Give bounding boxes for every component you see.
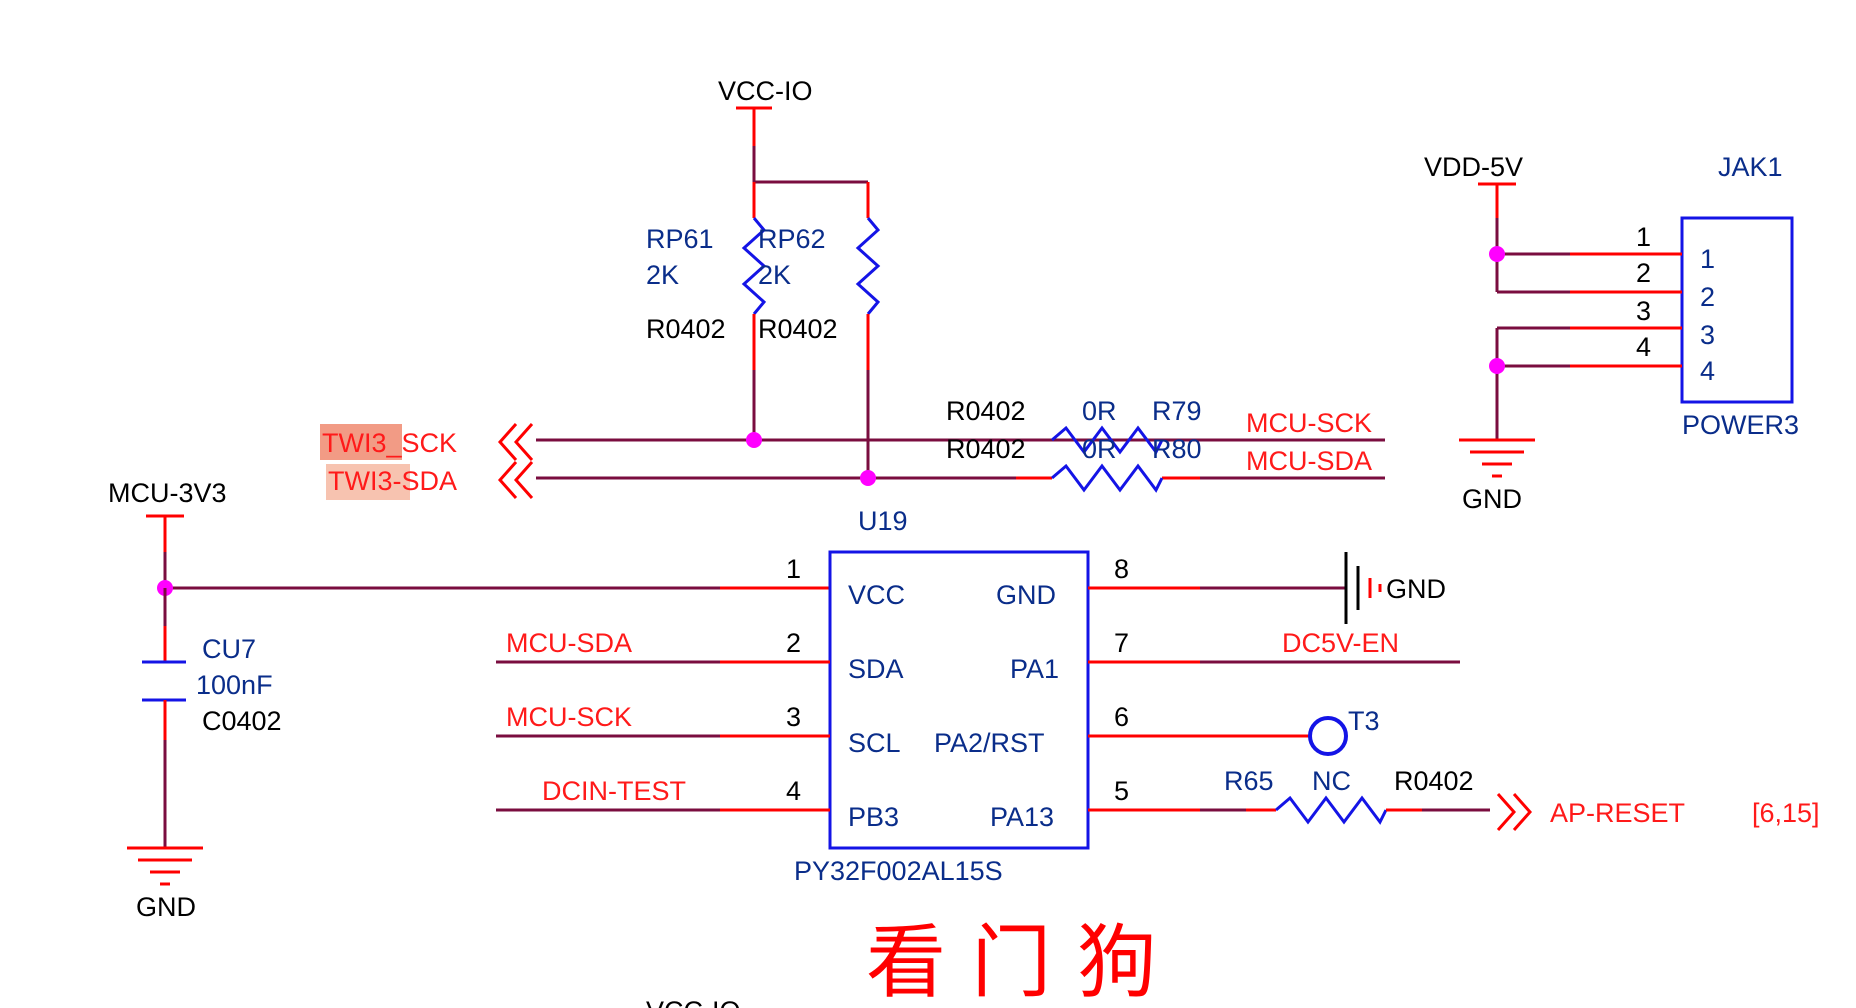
jak1-pin1-name: 1 (1700, 244, 1715, 274)
dcin-test-net: DCIN-TEST (542, 776, 686, 806)
gnd-symbol-pin8: GND (1344, 552, 1446, 624)
vdd-5v-label: VDD-5V (1424, 152, 1523, 182)
jak1-pin2-name: 2 (1700, 282, 1715, 312)
r79-package: R0402 (946, 396, 1026, 426)
pin-1-name: VCC (848, 580, 905, 610)
jak1-ref: JAK1 (1718, 152, 1783, 182)
ap-reset-pages: [6,15] (1752, 798, 1820, 828)
jak1-pin4-name: 4 (1700, 356, 1715, 386)
r65-value: NC (1312, 766, 1351, 796)
pin-1-number: 1 (786, 554, 801, 584)
junction-sck (746, 432, 762, 448)
pin-4-number: 4 (786, 776, 801, 806)
ic-u19[interactable]: U19 PY32F002AL15S 1 VCC 2 SDA 3 SCL 4 PB… (496, 506, 1460, 886)
ap-reset-port: AP-RESET [6,15] (1496, 793, 1820, 831)
jak1-pin3-number: 3 (1636, 296, 1651, 326)
section-title: 看 门 狗 (866, 916, 1157, 1008)
pullup-wires (752, 146, 870, 218)
vcc-io-symbol: VCC-IO (718, 76, 813, 146)
gnd-symbol-jak1: GND (1459, 438, 1535, 514)
pin-8-name: GND (996, 580, 1056, 610)
r80-value: 0R (1082, 434, 1117, 464)
vdd-5v-symbol: VDD-5V (1424, 152, 1523, 292)
jak1-part: POWER3 (1682, 410, 1799, 440)
vcc-io-label: VCC-IO (718, 76, 813, 106)
jak1-pin4-number: 4 (1636, 332, 1651, 362)
resistor-r80[interactable]: R0402 0R R80 (946, 434, 1202, 493)
resistor-r65[interactable]: R65 NC R0402 (1224, 766, 1490, 825)
pin-7-name: PA1 (1010, 654, 1059, 684)
rp61-package: R0402 (646, 314, 726, 344)
testpoint-t3[interactable]: T3 (1308, 706, 1380, 756)
mcu-3v3-symbol: MCU-3V3 (108, 478, 227, 588)
mcu-sda-net-right: MCU-SDA (1246, 446, 1372, 476)
mcu-sda-net-left: MCU-SDA (506, 628, 632, 658)
resistor-rp61[interactable]: RP61 2K R0402 (646, 217, 767, 440)
ap-reset-net: AP-RESET (1550, 798, 1685, 828)
rp62-ref: RP62 (758, 224, 826, 254)
mcu-3v3-label: MCU-3V3 (108, 478, 227, 508)
rp61-value: 2K (646, 260, 679, 290)
resistor-rp62[interactable]: RP62 2K R0402 (758, 217, 881, 478)
capacitor-cu7[interactable]: CU7 100nF C0402 (142, 588, 282, 848)
pin-5-number: 5 (1114, 776, 1129, 806)
mcu-sck-net-left: MCU-SCK (506, 702, 632, 732)
pin-4-name: PB3 (848, 802, 899, 832)
pin-2-number: 2 (786, 628, 801, 658)
vcc-io-bottom-label: VCC-IO (646, 996, 741, 1008)
gnd-label-pin8: GND (1386, 574, 1446, 604)
cu7-ref: CU7 (202, 634, 256, 664)
connector-jak1[interactable]: JAK1 POWER3 1 1 2 2 3 3 4 4 (1497, 152, 1799, 440)
u19-ref: U19 (858, 506, 908, 536)
r79-value: 0R (1082, 396, 1117, 426)
r80-ref: R80 (1152, 434, 1202, 464)
twi3-sck-label: TWI3_SCK (322, 428, 457, 458)
junction-jak1-pin1 (1489, 246, 1505, 262)
twi3-sda-label: TWI3-SDA (328, 466, 457, 496)
u19-part: PY32F002AL15S (794, 856, 1003, 886)
r65-ref: R65 (1224, 766, 1274, 796)
t3-ref: T3 (1348, 706, 1380, 736)
twi3-sck-net: TWI3_SCK (320, 423, 1385, 461)
junction-jak1-pin4 (1489, 358, 1505, 374)
gnd-symbol-left: GND (127, 846, 203, 922)
mcu-sck-net-right: MCU-SCK (1246, 408, 1372, 438)
pin-6-name: PA2/RST (934, 728, 1045, 758)
junction-sda (860, 470, 876, 486)
pin-8-number: 8 (1114, 554, 1129, 584)
r65-package: R0402 (1394, 766, 1474, 796)
gnd-label-left: GND (136, 892, 196, 922)
rp62-value: 2K (758, 260, 791, 290)
pin-3-number: 3 (786, 702, 801, 732)
pin-6-number: 6 (1114, 702, 1129, 732)
cu7-value: 100nF (196, 670, 273, 700)
gnd-label-jak1: GND (1462, 484, 1522, 514)
rp61-ref: RP61 (646, 224, 714, 254)
pin-7-number: 7 (1114, 628, 1129, 658)
pin-2-name: SDA (848, 654, 904, 684)
pin-3-name: SCL (848, 728, 901, 758)
cu7-package: C0402 (202, 706, 282, 736)
jak1-pin1-number: 1 (1636, 222, 1651, 252)
r79-ref: R79 (1152, 396, 1202, 426)
r80-package: R0402 (946, 434, 1026, 464)
pin-5-name: PA13 (990, 802, 1054, 832)
jak1-pin3-name: 3 (1700, 320, 1715, 350)
jak1-pin2-number: 2 (1636, 258, 1651, 288)
dc5v-en-net: DC5V-EN (1282, 628, 1399, 658)
rp62-package: R0402 (758, 314, 838, 344)
twi3-sda-net: TWI3-SDA (326, 461, 1385, 500)
resistor-r79[interactable]: R0402 0R R79 (946, 396, 1202, 455)
